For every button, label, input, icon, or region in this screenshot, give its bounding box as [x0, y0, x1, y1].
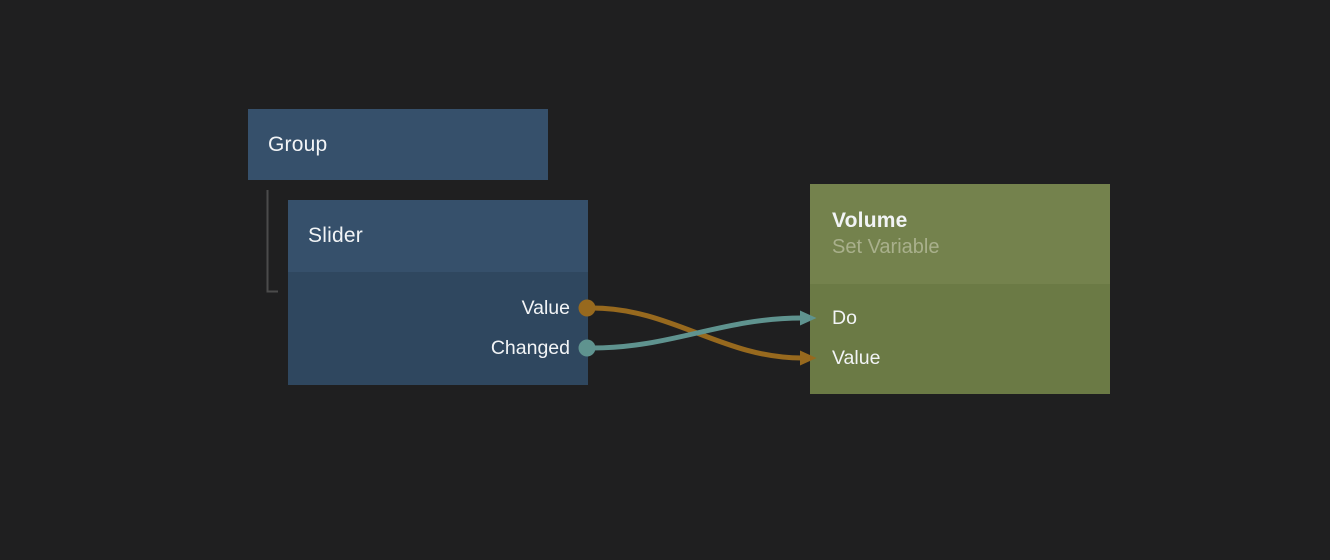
wire-slider-changed-to-volume-do[interactable]	[589, 315, 805, 351]
node-group-header[interactable]: Group	[248, 109, 548, 180]
slider-output-label-value: Value	[521, 297, 570, 319]
node-group-title: Group	[268, 132, 328, 156]
slider-output-row-value: Value	[288, 288, 588, 328]
group-child-connector-line	[266, 190, 278, 293]
node-volume-body: Do Value	[810, 284, 1110, 378]
node-group[interactable]: Group	[248, 109, 548, 180]
node-slider-title: Slider	[308, 224, 363, 247]
wire-slider-value-to-volume-value[interactable]	[589, 305, 805, 361]
volume-input-row-do: Do	[810, 298, 1110, 338]
volume-input-row-value: Value	[810, 338, 1110, 378]
node-slider-header[interactable]: Slider	[288, 200, 588, 272]
node-volume-title: Volume	[832, 209, 908, 232]
slider-output-label-changed: Changed	[490, 337, 570, 359]
node-volume-header[interactable]: Volume Set Variable	[810, 184, 1110, 284]
slider-output-row-changed: Changed	[288, 328, 588, 368]
node-volume[interactable]: Volume Set Variable Do Value	[810, 184, 1110, 394]
node-slider[interactable]: Slider Value Changed	[288, 200, 588, 385]
node-volume-subtitle: Set Variable	[832, 236, 940, 258]
volume-input-label-value: Value	[832, 347, 881, 369]
volume-input-label-do: Do	[832, 307, 857, 329]
node-slider-body: Value Changed	[288, 272, 588, 368]
